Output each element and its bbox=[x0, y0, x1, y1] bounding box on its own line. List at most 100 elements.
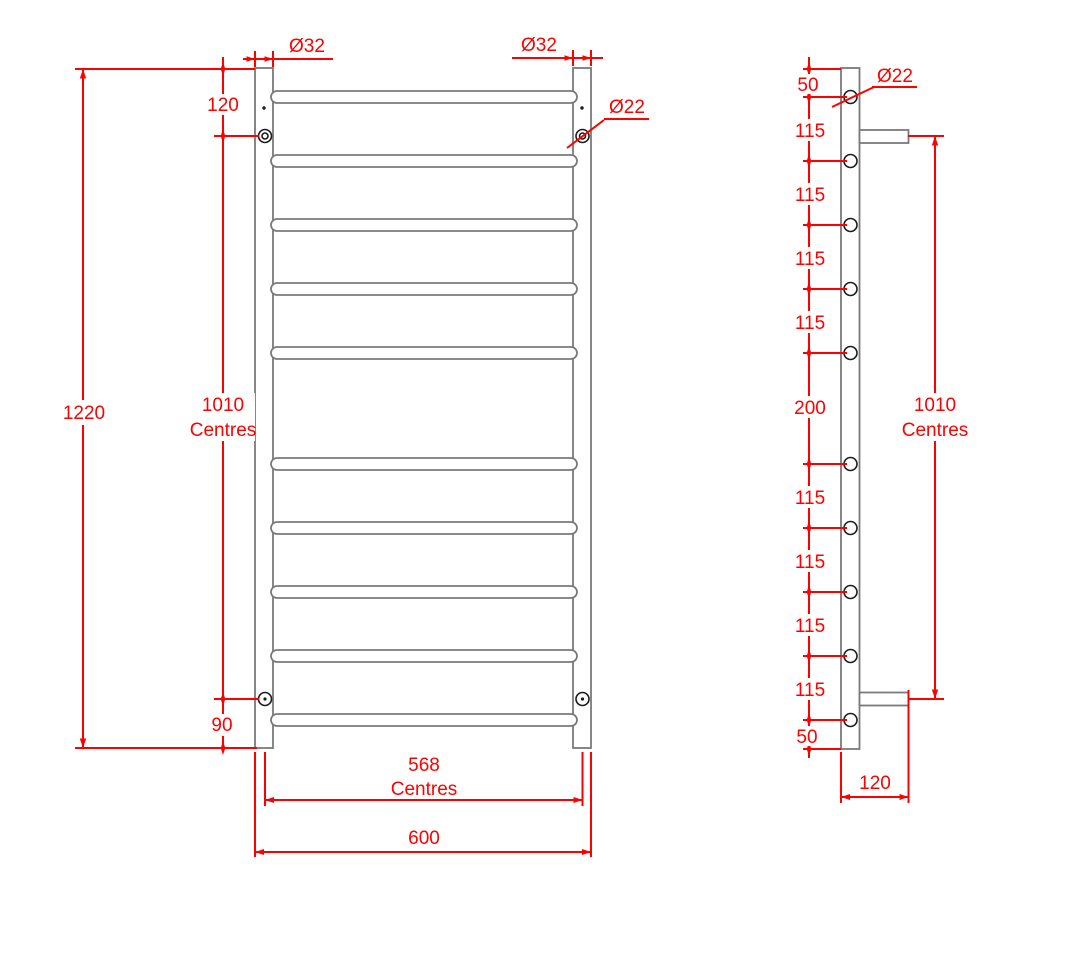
post-pin-dot bbox=[580, 106, 584, 110]
dim-total-height-label: 1220 bbox=[63, 403, 105, 424]
label-mask bbox=[789, 486, 831, 508]
label-mask bbox=[206, 714, 240, 736]
label-mask bbox=[789, 247, 831, 269]
dim-bar-dia-leader bbox=[566, 119, 605, 149]
tick-arrow bbox=[220, 129, 226, 143]
arrowhead bbox=[264, 56, 273, 62]
towel-bar bbox=[270, 585, 578, 599]
label-mask bbox=[789, 183, 831, 205]
dim-post-dia-right-label: Ø32 bbox=[521, 35, 557, 56]
label-mask bbox=[789, 550, 831, 572]
mount-bracket-bottom-left-dot bbox=[263, 697, 267, 701]
spacing-label: 115 bbox=[795, 185, 825, 206]
arrowhead bbox=[564, 55, 573, 61]
label-mask bbox=[792, 74, 824, 94]
tick-arrow bbox=[806, 346, 812, 360]
dim-width-centres-value-label: 568 bbox=[408, 755, 440, 776]
tick-arrow bbox=[220, 741, 226, 755]
tick-arrow bbox=[220, 62, 226, 76]
dim-centres-word-label: Centres bbox=[190, 420, 257, 441]
spacing-label: 115 bbox=[795, 249, 825, 270]
tick-arrow bbox=[220, 692, 226, 706]
side-dimensions: 50 115 115 115 115 200 115 115 115 115 5… bbox=[789, 57, 974, 803]
tick-arrow bbox=[806, 154, 812, 168]
spacing-label: 115 bbox=[795, 313, 825, 334]
tick-arrow bbox=[806, 282, 812, 296]
arrowhead bbox=[79, 738, 87, 748]
front-right-post bbox=[572, 67, 592, 749]
label-mask bbox=[203, 94, 243, 115]
label-mask bbox=[792, 726, 824, 746]
label-mask bbox=[896, 393, 974, 441]
arrowhead bbox=[582, 849, 591, 855]
dim-centres-word-label: Centres bbox=[902, 420, 969, 441]
towel-bar bbox=[270, 218, 578, 232]
front-view: 1220 120 1010 Centres 90 Ø32 bbox=[59, 35, 649, 857]
label-mask bbox=[789, 119, 831, 141]
tick-arrow bbox=[806, 521, 812, 535]
spacing-label: 200 bbox=[794, 398, 826, 419]
spacing-label: 115 bbox=[795, 680, 825, 701]
tick-arrow bbox=[806, 62, 812, 76]
front-dimensions: 1220 120 1010 Centres 90 Ø32 bbox=[59, 35, 649, 857]
side-post bbox=[840, 67, 861, 750]
label-mask bbox=[789, 311, 831, 333]
front-structure bbox=[254, 67, 592, 749]
spacing-label: 115 bbox=[795, 121, 825, 142]
spacing-label: 115 bbox=[795, 552, 825, 573]
tick-arrow bbox=[806, 585, 812, 599]
tick-arrow bbox=[806, 457, 812, 471]
label-mask bbox=[59, 400, 108, 425]
mount-bracket-top-left-inner bbox=[261, 132, 269, 140]
towel-bar bbox=[270, 282, 578, 296]
towel-bar bbox=[270, 649, 578, 663]
tick-arrow bbox=[806, 742, 812, 756]
arrowhead bbox=[246, 56, 255, 62]
post-pin-dot bbox=[262, 106, 266, 110]
arrowhead bbox=[931, 689, 939, 699]
dim-total-width-label: 600 bbox=[408, 828, 440, 849]
mount-bracket-bottom-right-dot bbox=[580, 697, 585, 701]
dim-top-offset-label: 120 bbox=[207, 95, 239, 116]
arrowhead bbox=[255, 849, 264, 855]
arrowhead bbox=[582, 55, 591, 61]
tick-arrow bbox=[806, 713, 812, 727]
arrowhead bbox=[573, 797, 583, 803]
label-mask bbox=[789, 396, 831, 418]
towel-bar bbox=[270, 346, 578, 360]
side-view: 50 115 115 115 115 200 115 115 115 115 5… bbox=[789, 57, 974, 803]
dim-bar-dia-label: Ø22 bbox=[877, 66, 913, 87]
label-mask bbox=[789, 678, 831, 700]
tick-arrow bbox=[806, 90, 812, 104]
dim-bar-dia-leader bbox=[831, 86, 875, 108]
dim-centres-value-label: 1010 bbox=[202, 395, 244, 416]
tick-arrow bbox=[806, 649, 812, 663]
label-mask bbox=[789, 614, 831, 636]
arrowhead bbox=[899, 794, 909, 800]
spacing-label: 50 bbox=[797, 75, 818, 96]
towel-bar bbox=[270, 457, 578, 471]
side-bracket-bottom bbox=[858, 691, 910, 707]
arrowhead bbox=[79, 69, 87, 79]
dim-post-dia-left-label: Ø32 bbox=[289, 36, 325, 57]
tick-arrow bbox=[806, 218, 812, 232]
side-bracket-top bbox=[858, 129, 910, 144]
spacing-label: 50 bbox=[796, 727, 817, 748]
arrowhead bbox=[265, 797, 274, 803]
towel-bar bbox=[270, 154, 578, 168]
towel-bar bbox=[270, 521, 578, 535]
dim-width-centres-word-label: Centres bbox=[391, 779, 458, 800]
arrowhead bbox=[931, 136, 939, 146]
dim-centres-value-label: 1010 bbox=[914, 395, 956, 416]
dim-bracket-depth-label: 120 bbox=[859, 773, 891, 794]
spacing-label: 115 bbox=[795, 488, 825, 509]
arrowhead bbox=[841, 794, 850, 800]
dim-bar-dia-label: Ø22 bbox=[609, 97, 645, 118]
towel-bar bbox=[270, 713, 578, 727]
towel-bar bbox=[270, 90, 578, 104]
label-mask bbox=[191, 393, 255, 441]
spacing-label: 115 bbox=[795, 616, 825, 637]
dim-bottom-offset-label: 90 bbox=[211, 715, 232, 736]
